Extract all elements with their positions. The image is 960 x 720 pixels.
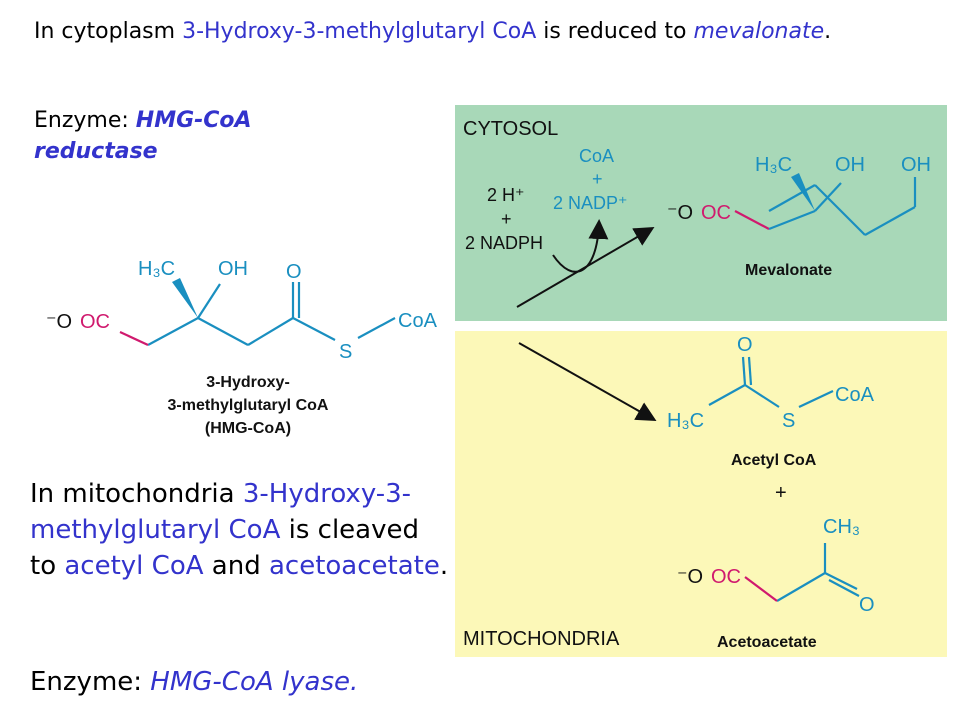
- mevalonate-oh-1: OH: [835, 154, 865, 176]
- hmg-name-3: (HMG-CoA): [205, 420, 291, 437]
- hmg-bond: [147, 317, 199, 346]
- acetyl-bond: [747, 356, 753, 386]
- mito-text-3: and: [203, 551, 269, 581]
- cytosol-coa: CoA: [579, 146, 614, 166]
- enzyme-reductase-line: Enzyme: HMG-CoA reductase: [34, 105, 364, 167]
- mitochondria-plus: +: [775, 482, 787, 504]
- acetyl-bond: [744, 384, 780, 408]
- hmg-bond: [247, 317, 294, 346]
- mito-text-2: is cleaved to: [30, 515, 419, 581]
- hmg-bond: [197, 283, 221, 319]
- acetyl-coa: CoA: [835, 384, 875, 406]
- acetoacetate-bond: [828, 579, 860, 597]
- mito-compound: 3-Hydroxy-3-methylglutaryl CoA: [30, 479, 412, 545]
- hmg-carboxyl-bond: [119, 331, 149, 346]
- acetyl-bond: [798, 390, 834, 408]
- enzyme1-label: Enzyme:: [34, 108, 136, 133]
- acetoacetate-carboxyl-bond: [744, 576, 778, 602]
- mevalonate-bond: [814, 182, 842, 212]
- intro-text-1: In cytoplasm: [34, 19, 183, 44]
- hmg-o: O: [286, 261, 302, 283]
- mevalonate-ooc-minus: ⁻O: [667, 202, 693, 224]
- mito-product-1: acetyl CoA: [64, 551, 204, 581]
- mevalonate-ooc-oc: OC: [701, 202, 731, 224]
- enzyme2-name: HMG-CoA lyase.: [150, 667, 359, 697]
- acetoacetate-ooc-minus: ⁻O: [677, 566, 703, 588]
- intro-text-2: is reduced to: [536, 19, 694, 44]
- acetyl-bond: [708, 384, 746, 406]
- enzyme2-label: Enzyme:: [30, 667, 151, 697]
- cytosol-plus-2: +: [501, 209, 512, 229]
- mevalonate-bond: [768, 209, 816, 231]
- hmg-bond: [292, 317, 336, 341]
- acetoacetate-ch3: CH₃: [823, 516, 860, 538]
- mevalonate-bond: [768, 184, 816, 212]
- hmg-s: S: [339, 341, 352, 363]
- hmg-coa-structure: H₃C OH O S CoA ⁻O OC 3-Hydroxy- 3-methyl…: [46, 258, 438, 437]
- intro-sentence: In cytoplasm 3-Hydroxy-3-methylglutaryl …: [34, 16, 944, 47]
- cytosol-nadp: 2 NADP⁺: [553, 193, 628, 213]
- acetyl-coa-label: Acetyl CoA: [731, 452, 817, 469]
- mito-product-2: acetoacetate: [268, 551, 440, 581]
- cytosol-h: 2 H⁺: [487, 185, 525, 205]
- hmg-bond: [357, 317, 396, 339]
- mevalonate-h3c: H₃C: [755, 154, 792, 176]
- hmg-name-2: 3-methylglutaryl CoA: [168, 397, 329, 414]
- acetyl-s: S: [782, 410, 795, 432]
- compartment-panel: CYTOSOL CoA + 2 NADP⁺ 2 H⁺ + 2 NADPH H₃C…: [455, 105, 947, 657]
- mitochondria-box: [455, 331, 947, 657]
- acetyl-bond: [741, 356, 747, 386]
- hmg-coa: CoA: [398, 310, 438, 332]
- mitochondria-sentence: In mitochondria 3-Hydroxy-3-methylglutar…: [30, 476, 450, 584]
- acetoacetate-o: O: [859, 594, 875, 616]
- mito-text-4: .: [439, 551, 449, 581]
- hmg-oh: OH: [218, 258, 248, 280]
- acetoacetate-bond: [824, 572, 858, 590]
- mito-text-1: In mitochondria: [30, 479, 243, 509]
- acetyl-o: O: [737, 334, 753, 356]
- mevalonate-carboxyl-bond: [734, 210, 770, 230]
- mitochondria-label: MITOCHONDRIA: [463, 628, 620, 650]
- enzyme1-name: HMG-CoA reductase: [34, 108, 252, 164]
- hmg-ooc-minus: ⁻O: [46, 311, 72, 333]
- enzyme-lyase-line: Enzyme: HMG-CoA lyase.: [30, 664, 460, 700]
- cytosol-box: [455, 105, 947, 321]
- intro-product: mevalonate: [693, 19, 825, 44]
- mevalonate-oh-2: OH: [901, 154, 931, 176]
- acetoacetate-bond: [776, 572, 826, 602]
- intro-text-3: .: [824, 19, 832, 44]
- hmg-name-1: 3-Hydroxy-: [206, 374, 290, 391]
- acetyl-h3c: H₃C: [667, 410, 704, 432]
- mevalonate-bond: [864, 206, 916, 236]
- cytosol-label: CYTOSOL: [463, 118, 558, 140]
- hmg-wedge: [172, 278, 198, 318]
- hmg-h3c: H₃C: [138, 258, 175, 280]
- hmg-ooc-oc: OC: [80, 311, 110, 333]
- mevalonate-bond: [814, 184, 866, 236]
- acetoacetate-ooc-oc: OC: [711, 566, 741, 588]
- cofactor-curved-arrow: [552, 219, 609, 273]
- mevalonate-label: Mevalonate: [745, 262, 832, 279]
- hmg-bond: [197, 317, 249, 346]
- cytosol-plus-1: +: [592, 169, 603, 189]
- mevalonate-wedge: [791, 173, 815, 211]
- intro-compound: 3-Hydroxy-3-methylglutaryl CoA: [182, 19, 537, 44]
- mitochondria-reaction-arrow: [518, 342, 657, 421]
- acetoacetate-label: Acetoacetate: [717, 634, 817, 651]
- cytosol-nadph: 2 NADPH: [465, 233, 543, 253]
